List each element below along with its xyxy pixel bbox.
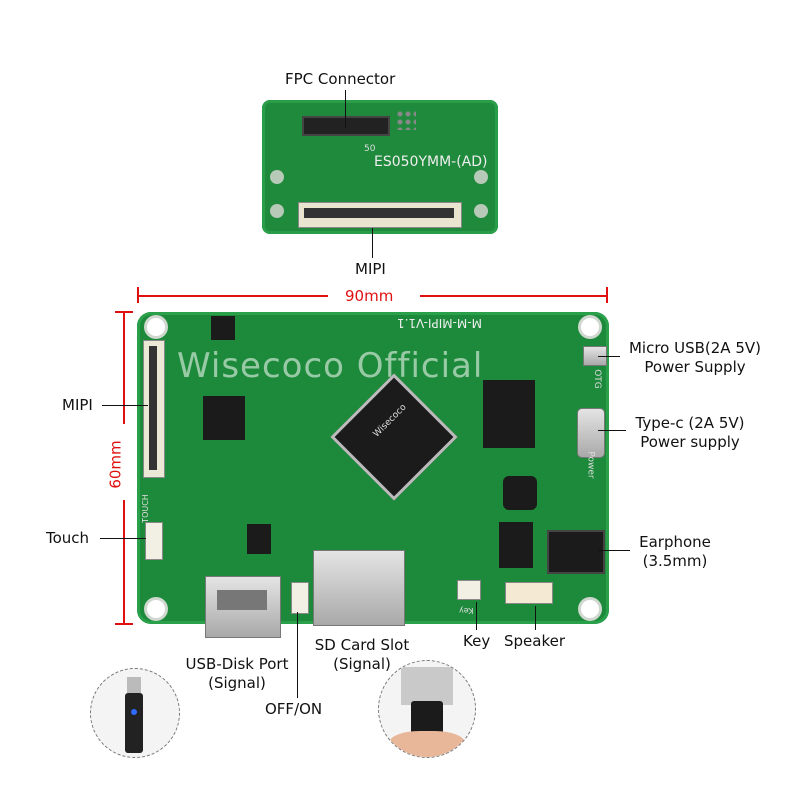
sd-slot-image xyxy=(401,667,453,705)
transistor xyxy=(247,524,271,554)
type-c-label-line1: Type-c (2A 5V) xyxy=(635,414,745,432)
sd-card-label-line2: (Signal) xyxy=(333,655,391,673)
dimension-tick xyxy=(137,287,139,303)
mipi-left-label: MIPI xyxy=(62,396,93,414)
usb-stick-plug xyxy=(127,677,141,693)
leader-line xyxy=(598,550,630,551)
micro-usb-label: Micro USB(2A 5V) Power Supply xyxy=(622,339,768,377)
touch-silkscreen: TOUCH xyxy=(140,494,150,523)
fpc-connector-top xyxy=(302,116,390,136)
mounting-hole xyxy=(270,170,284,184)
speaker-label: Speaker xyxy=(504,632,566,650)
dimension-tick xyxy=(115,311,133,313)
leader-line xyxy=(372,228,373,258)
finger xyxy=(389,731,465,757)
watermark: Wisecoco Official xyxy=(177,346,484,386)
usb-stick xyxy=(125,693,143,753)
touch-label: Touch xyxy=(46,529,90,547)
earphone-label-line1: Earphone xyxy=(639,533,711,551)
width-dimension-text: 90mm xyxy=(345,287,394,305)
earphone-label: Earphone (3.5mm) xyxy=(628,533,722,571)
height-dimension-text: 60mm xyxy=(106,440,125,489)
key-connector[interactable] xyxy=(457,580,481,600)
leader-line xyxy=(100,538,146,539)
usb-stick-led xyxy=(131,709,137,715)
leader-line xyxy=(297,612,298,698)
mipi-top-label: MIPI xyxy=(355,260,386,278)
mounting-hole xyxy=(581,318,599,336)
mipi-connector-slot xyxy=(149,346,157,470)
width-dimension-line xyxy=(138,295,328,297)
sd-card-label-line1: SD Card Slot xyxy=(314,636,410,654)
dimension-tick xyxy=(606,287,608,303)
speaker-connector[interactable] xyxy=(505,582,553,604)
main-board-model-text: M-M-MIPI-V1.1 xyxy=(397,316,482,330)
ram-chip xyxy=(483,380,535,448)
leader-line xyxy=(598,356,620,357)
off-on-label: OFF/ON xyxy=(265,700,323,718)
height-dimension-line xyxy=(123,312,125,424)
main-board: M-M-MIPI-V1.1 Wisecoco Official TOUCH Wi… xyxy=(137,312,609,638)
adapter-small-board-num: 50 xyxy=(364,144,376,154)
width-dimension-line xyxy=(420,295,608,297)
leader-line xyxy=(598,430,626,431)
usb-disk-label-line1: USB-Disk Port xyxy=(185,655,289,673)
adapter-model-text: ES050YMM-(AD) xyxy=(374,154,488,170)
leader-line xyxy=(535,606,536,630)
sd-card-label: SD Card Slot (Signal) xyxy=(306,636,418,674)
adapter-board: 50 ES050YMM-(AD) xyxy=(262,100,498,234)
usb-disk-port-opening xyxy=(217,590,267,610)
sd-card-inset xyxy=(378,660,476,758)
fpc-connector-label: FPC Connector xyxy=(285,70,396,88)
mounting-hole xyxy=(147,318,165,336)
mounting-hole xyxy=(474,170,488,184)
touch-connector xyxy=(145,522,163,560)
otg-silkscreen: OTG xyxy=(591,369,602,389)
sd-card-slot[interactable] xyxy=(313,550,405,626)
power-switch[interactable] xyxy=(291,582,309,614)
usb-stick-inset xyxy=(90,668,180,758)
audio-amp-chip xyxy=(499,522,533,568)
power-silkscreen: Power xyxy=(585,451,596,479)
type-c-port[interactable] xyxy=(577,408,605,458)
inductor xyxy=(211,316,235,340)
mounting-hole xyxy=(581,600,599,618)
leader-line xyxy=(102,405,148,406)
adapter-pads xyxy=(396,110,416,130)
main-processor xyxy=(330,373,458,501)
mounting-hole xyxy=(474,204,488,218)
key-silkscreen: Key xyxy=(459,606,474,615)
type-c-label-line2: Power supply xyxy=(640,433,740,451)
dimension-tick xyxy=(115,623,133,625)
earphone-label-line2: (3.5mm) xyxy=(642,552,708,570)
key-label: Key xyxy=(463,632,491,650)
mipi-fpc-connector-slot xyxy=(304,208,454,218)
type-c-label: Type-c (2A 5V) Power supply xyxy=(620,414,760,452)
usb-disk-label-line2: (Signal) xyxy=(208,674,266,692)
leader-line xyxy=(345,90,346,128)
pmic-chip xyxy=(203,396,245,440)
leader-line xyxy=(476,602,477,630)
earphone-jack[interactable] xyxy=(547,530,605,574)
inductor xyxy=(503,476,537,510)
micro-usb-label-line1: Micro USB(2A 5V) xyxy=(628,339,761,357)
usb-disk-label: USB-Disk Port (Signal) xyxy=(172,655,302,693)
mounting-hole xyxy=(270,204,284,218)
mounting-hole xyxy=(147,600,165,618)
height-dimension-line xyxy=(123,500,125,624)
micro-usb-label-line2: Power Supply xyxy=(644,358,746,376)
